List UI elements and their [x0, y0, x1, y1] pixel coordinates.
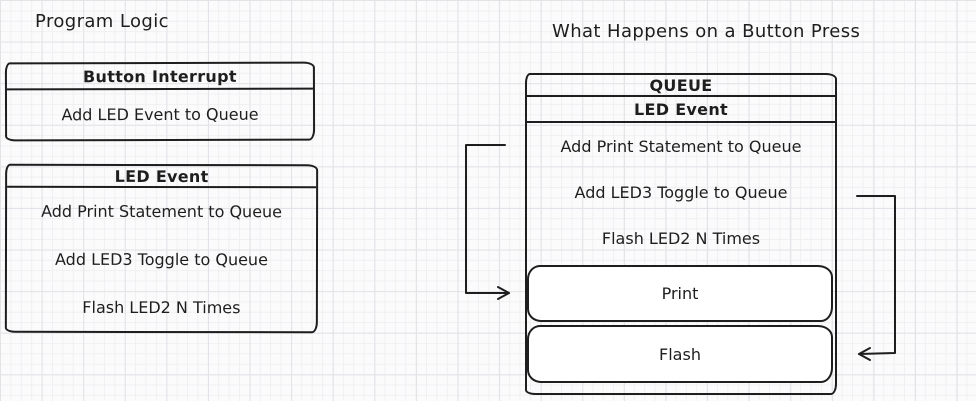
- led-event-header: LED Event: [7, 165, 317, 189]
- queue-to-print-arrow: [465, 144, 510, 300]
- print-action-box: Print: [527, 265, 833, 322]
- led-event-line-3: Flash LED2 N Times: [82, 297, 241, 317]
- right-panel-title: What Happens on a Button Press: [552, 21, 861, 42]
- flash-action-box: Flash: [527, 325, 833, 383]
- queue-line-1: Add Print Statement to Queue: [560, 136, 802, 156]
- left-panel-title: Program Logic: [35, 11, 169, 32]
- queue-header: QUEUE: [527, 75, 835, 97]
- button-interrupt-box: Button Interrupt Add LED Event to Queue: [4, 61, 316, 142]
- queue-line-3: Flash LED2 N Times: [601, 228, 761, 248]
- led-event-body: Add Print Statement to Queue Add LED3 To…: [7, 188, 316, 332]
- led-event-line-2: Add LED3 Toggle to Queue: [54, 249, 268, 270]
- led-event-box: LED Event Add Print Statement to Queue A…: [4, 163, 319, 334]
- button-interrupt-header: Button Interrupt: [6, 63, 313, 91]
- led-event-line-1: Add Print Statement to Queue: [41, 202, 283, 222]
- queue-line-2: Add LED3 Toggle to Queue: [574, 182, 788, 202]
- queue-led-event-body: Add Print Statement to Queue Add LED3 To…: [527, 123, 835, 261]
- queue-box: QUEUE LED Event Add Print Statement to Q…: [525, 73, 837, 395]
- button-interrupt-body: Add LED Event to Queue: [61, 104, 259, 125]
- queue-led-event-header: LED Event: [527, 97, 835, 123]
- queue-to-flash-arrow: [856, 195, 896, 361]
